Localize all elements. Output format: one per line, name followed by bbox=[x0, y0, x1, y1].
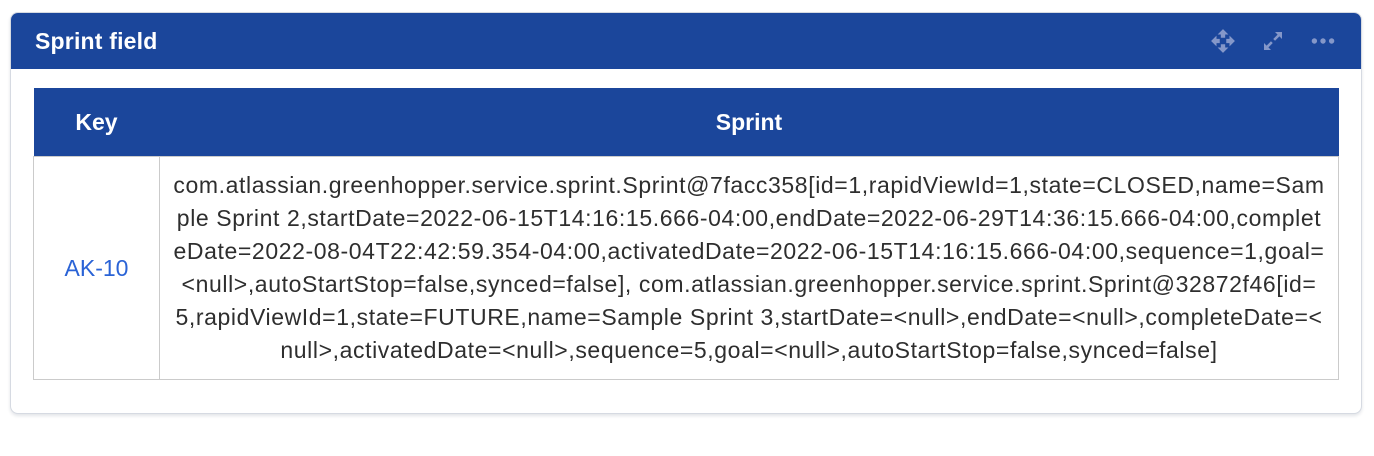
gadget-header: Sprint field bbox=[11, 13, 1361, 69]
expand-icon[interactable] bbox=[1259, 27, 1287, 55]
table-header-row: Key Sprint bbox=[33, 88, 1339, 157]
move-icon[interactable] bbox=[1209, 27, 1237, 55]
gadget-body: Key Sprint AK-10 com.atlassian.greenhopp… bbox=[11, 69, 1361, 413]
gadget-title: Sprint field bbox=[35, 27, 158, 54]
column-header-sprint: Sprint bbox=[159, 88, 1339, 157]
ellipsis-icon[interactable] bbox=[1309, 27, 1337, 55]
gadget-toolbar bbox=[1209, 27, 1337, 55]
table-row: AK-10 com.atlassian.greenhopper.service.… bbox=[33, 156, 1339, 380]
sprint-value: com.atlassian.greenhopper.service.sprint… bbox=[159, 156, 1339, 380]
column-header-key: Key bbox=[33, 88, 160, 157]
sprint-field-gadget: Sprint field bbox=[10, 12, 1362, 414]
issue-key-cell: AK-10 bbox=[33, 156, 160, 380]
issue-key-link[interactable]: AK-10 bbox=[64, 254, 129, 281]
sprint-table: Key Sprint AK-10 com.atlassian.greenhopp… bbox=[33, 88, 1339, 380]
